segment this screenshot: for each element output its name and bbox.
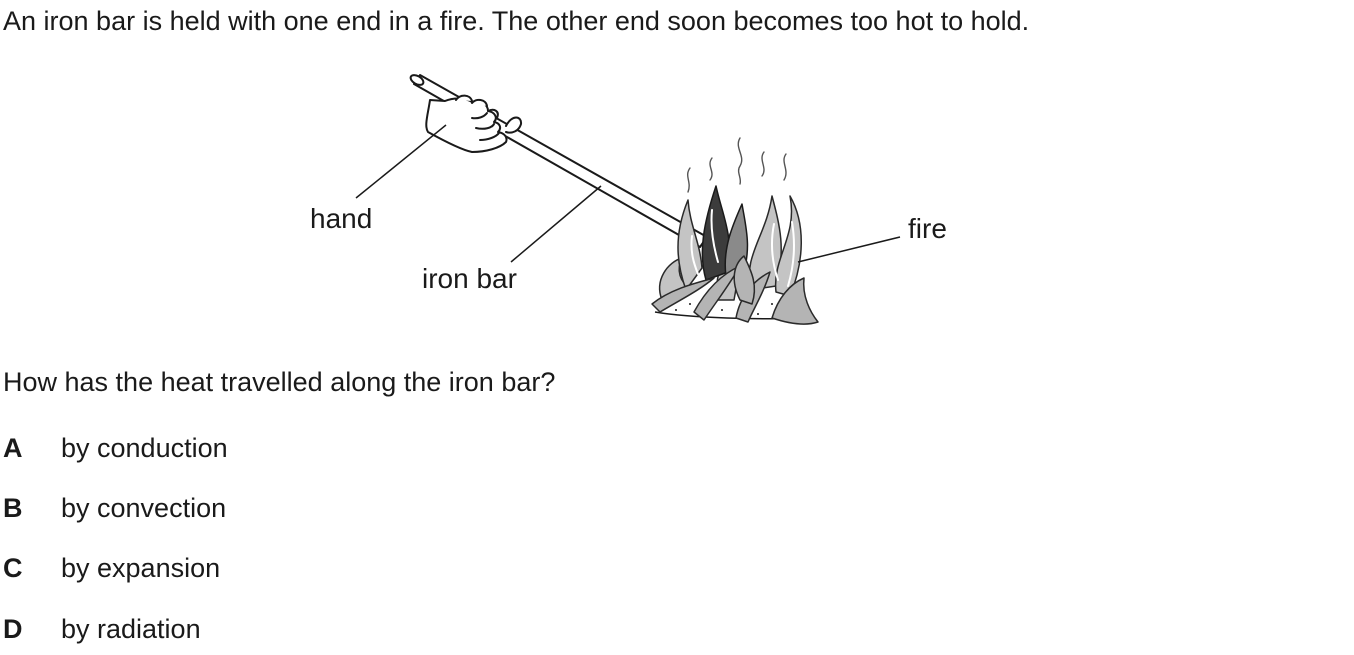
iron-bar-leader-line bbox=[510, 185, 602, 263]
hand-leader-line bbox=[355, 124, 447, 199]
label-fire: fire bbox=[908, 213, 947, 244]
option-b-letter: B bbox=[3, 493, 23, 523]
label-hand: hand bbox=[310, 203, 373, 234]
option-a-text: by conduction bbox=[61, 433, 228, 463]
option-c-letter: C bbox=[3, 553, 23, 583]
option-d-text: by radiation bbox=[61, 614, 201, 644]
option-d-letter: D bbox=[3, 614, 23, 644]
fire-leader-line bbox=[797, 236, 901, 263]
question-text: How has the heat travelled along the iro… bbox=[3, 367, 556, 397]
option-a[interactable]: A by conduction bbox=[3, 431, 323, 465]
option-b[interactable]: B by convection bbox=[3, 491, 323, 525]
iron-bar-diagram: hand iron bar fire bbox=[0, 60, 1354, 350]
option-c-text: by expansion bbox=[61, 553, 221, 583]
question-stem: An iron bar is held with one end in a fi… bbox=[3, 6, 1030, 36]
option-b-text: by convection bbox=[61, 493, 227, 523]
option-c[interactable]: C by expansion bbox=[3, 551, 323, 585]
option-a-letter: A bbox=[3, 433, 23, 463]
option-d[interactable]: D by radiation bbox=[3, 612, 323, 646]
hand-illustration bbox=[425, 94, 523, 153]
fire-illustration bbox=[651, 137, 819, 325]
label-iron-bar: iron bar bbox=[422, 263, 517, 294]
